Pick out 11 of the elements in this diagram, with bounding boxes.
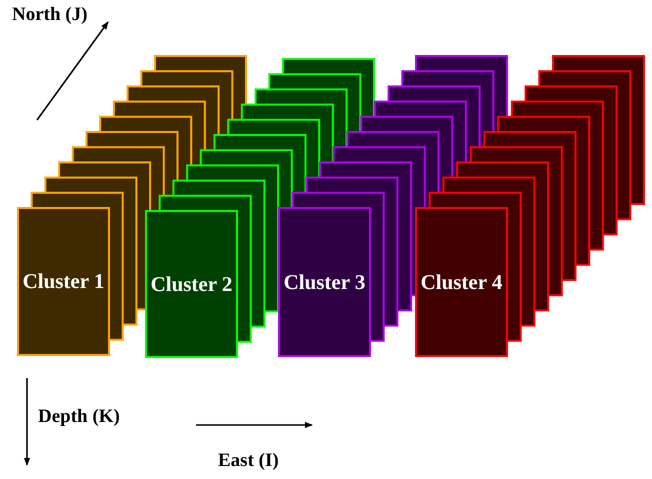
cluster-label: Cluster 4 <box>420 270 502 294</box>
cluster-slab <box>278 207 371 357</box>
cluster-slab <box>415 207 508 357</box>
cluster-slab <box>145 210 238 358</box>
axis-label: East (I) <box>218 450 279 472</box>
cluster-label: Cluster 3 <box>284 270 366 294</box>
axis-label: North (J) <box>12 4 88 26</box>
cluster-slab <box>17 207 110 356</box>
cluster-label: Cluster 2 <box>150 272 232 296</box>
axis-label: Depth (K) <box>38 406 120 428</box>
cluster-label: Cluster 1 <box>22 269 104 294</box>
